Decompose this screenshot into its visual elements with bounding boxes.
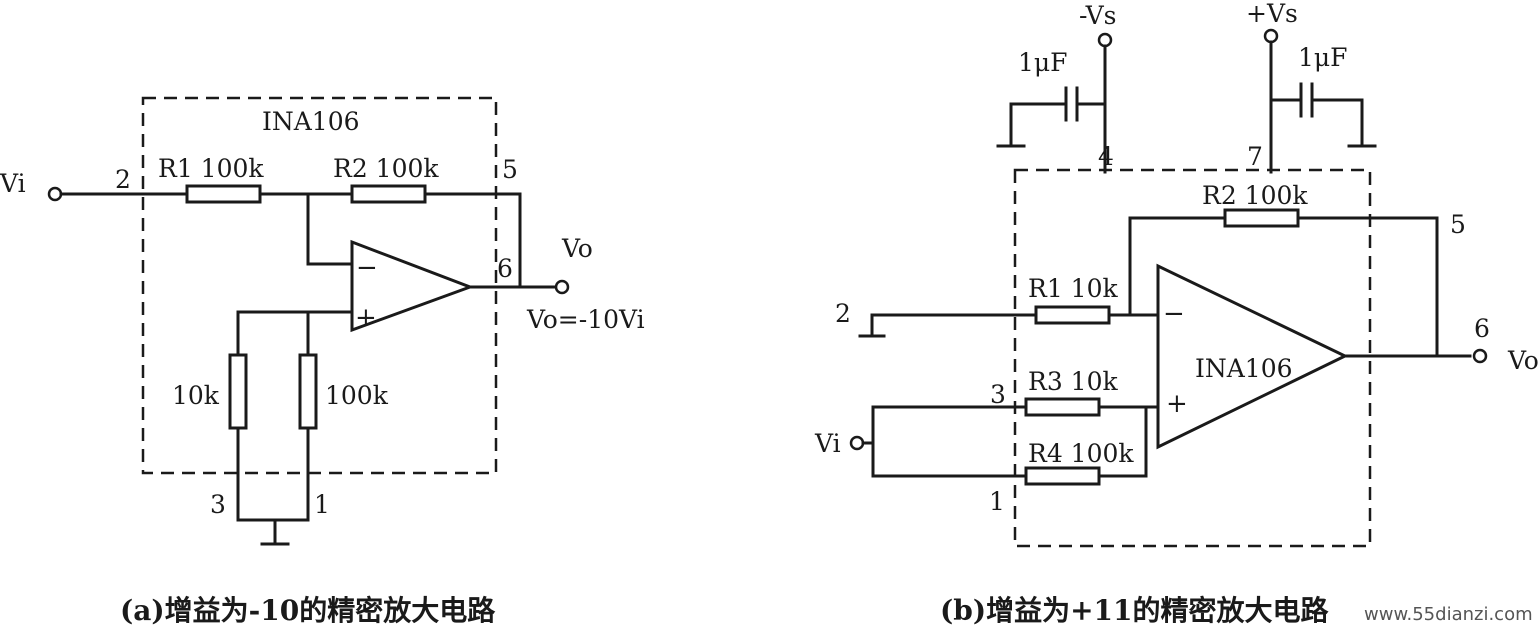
resistor-r4-b (1024, 466, 1101, 486)
circuit-a: INA106 Vi 2 R1 100k R2 100k 5 − + 6 Vo V… (0, 96, 645, 546)
pin-3-b: 3 (990, 380, 1006, 409)
chip-boundary-b (1013, 168, 1372, 548)
plus-sign-b: + (1166, 389, 1188, 419)
opamp-a (350, 239, 475, 333)
pin-1-a: 1 (314, 490, 330, 519)
r-10k-label-a: 10k (172, 381, 220, 410)
pin-6-a: 6 (497, 254, 513, 283)
input-label-b: Vi (814, 429, 841, 458)
pin-5-a: 5 (502, 155, 518, 184)
output-equation-a: Vo=-10Vi (526, 305, 645, 334)
circuit-b: -Vs 4 1μF +Vs 7 1μF R2 100k 5 2 (814, 0, 1539, 548)
r4-label-b: R4 100k (1028, 439, 1134, 468)
caption-b: (b)增益为+11的精密放大电路 (940, 594, 1330, 627)
cap-right-label: 1μF (1298, 43, 1348, 72)
r1-label-a: R1 100k (158, 154, 264, 183)
pos-supply-terminal (1263, 28, 1279, 44)
resistor-r2-a (350, 184, 427, 204)
resistor-r1-a (185, 184, 262, 204)
pin-4-b: 4 (1098, 142, 1114, 171)
neg-supply-terminal (1097, 32, 1113, 48)
caption-a: (a)增益为-10的精密放大电路 (120, 594, 496, 627)
cap-left-label: 1μF (1018, 48, 1068, 77)
pos-supply-label: +Vs (1246, 0, 1298, 28)
resistor-r3-b (1024, 397, 1101, 417)
r2-label-b: R2 100k (1202, 181, 1308, 210)
input-terminal-b (849, 435, 865, 451)
r-100k-label-a: 100k (325, 381, 389, 410)
minus-sign-b: − (1163, 299, 1185, 329)
neg-supply-label: -Vs (1079, 1, 1117, 30)
chip-boundary-a (141, 96, 498, 475)
minus-sign-a: − (356, 253, 378, 283)
r1-label-b: R1 10k (1028, 274, 1118, 303)
output-terminal-b (1472, 348, 1488, 364)
chip-label-b: INA106 (1195, 354, 1293, 383)
pin-3-a: 3 (210, 490, 226, 519)
resistor-r2-b (1223, 208, 1300, 228)
r2-label-a: R2 100k (333, 154, 439, 183)
input-label-a: Vi (0, 169, 26, 198)
output-label-b: Vo (1507, 346, 1539, 375)
plus-sign-a: + (355, 303, 377, 333)
pin-2-a: 2 (115, 165, 131, 194)
pin-1-b: 1 (989, 487, 1005, 516)
resistor-r1-b (1034, 305, 1111, 325)
pin-5-b: 5 (1450, 210, 1466, 239)
input-terminal-a (47, 186, 63, 202)
r3-label-b: R3 10k (1028, 367, 1118, 396)
output-terminal-a (554, 279, 570, 295)
pin-2-b: 2 (835, 299, 851, 328)
pin-6-b: 6 (1474, 314, 1490, 343)
chip-label-a: INA106 (262, 107, 360, 136)
pin-7-b: 7 (1247, 142, 1263, 171)
output-label-a: Vo (561, 234, 593, 263)
resistor-100k-a (298, 353, 318, 430)
resistor-10k-a (228, 353, 248, 430)
opamp-b (1156, 263, 1349, 450)
watermark: www.55dianzi.com (1364, 604, 1533, 625)
